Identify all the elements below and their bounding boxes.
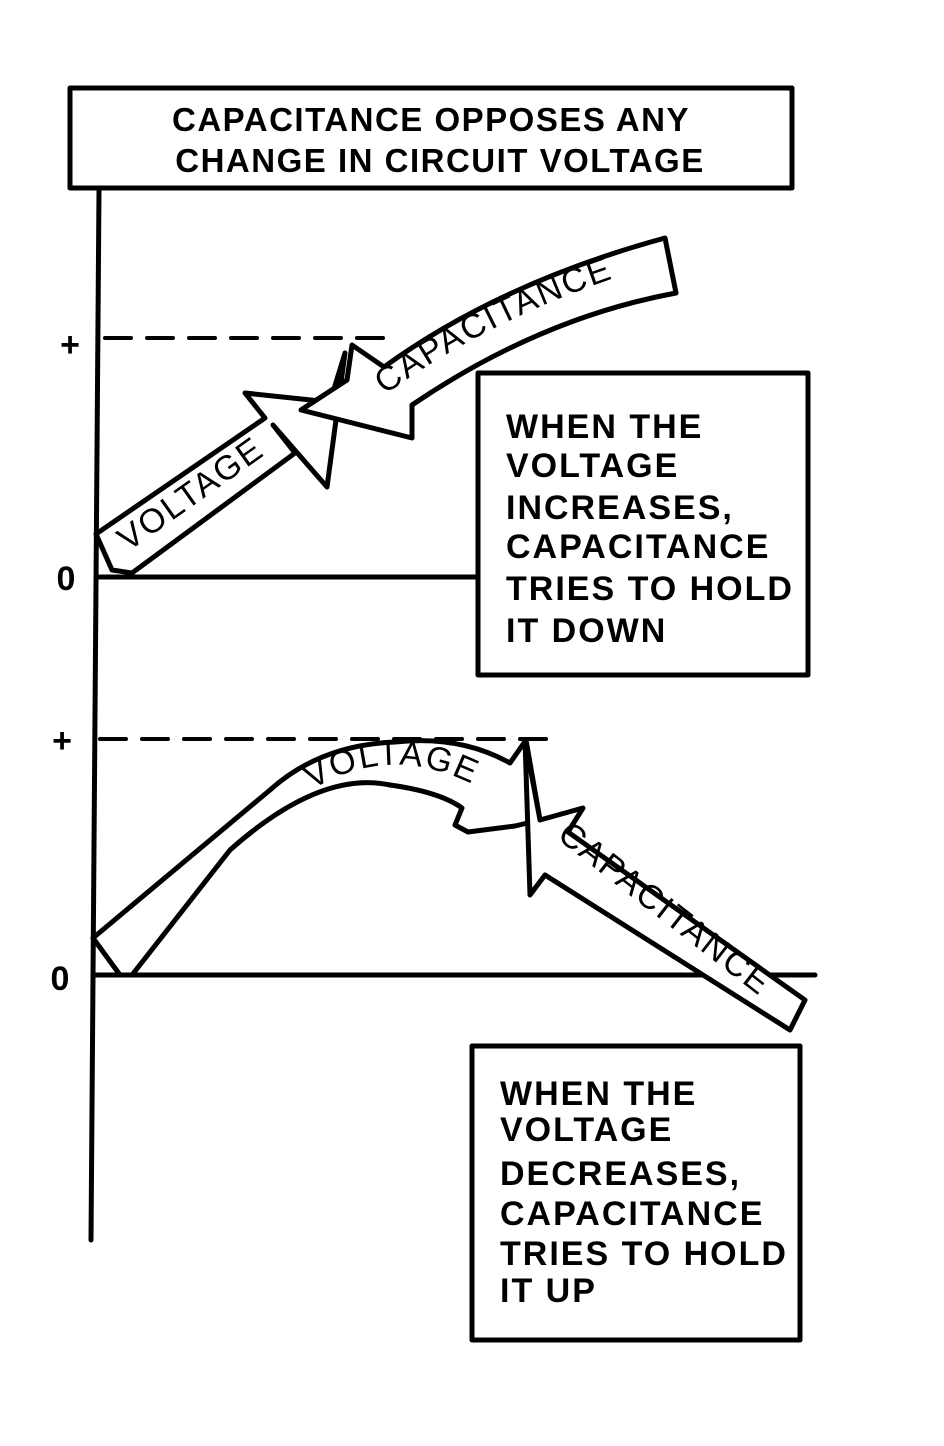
bottom-caption-box xyxy=(469,1043,803,1343)
bottom-plus-label: + xyxy=(52,722,72,760)
title-box-frame xyxy=(67,85,795,191)
top-zero-label: 0 xyxy=(57,560,76,598)
top-panel: + 0 VOLTAGE CAPACITANCE WHEN THE VOLTAGE… xyxy=(57,235,811,678)
top-caption-line: VOLTAGE xyxy=(506,447,679,485)
top-caption-text: WHEN THE VOLTAGE INCREASES, CAPACITANCE … xyxy=(506,408,794,650)
top-caption-box xyxy=(475,370,811,678)
top-voltage-arrow-label: VOLTAGE xyxy=(111,429,271,558)
top-caption-line: TRIES TO HOLD xyxy=(506,570,794,608)
top-caption-line: CAPACITANCE xyxy=(506,528,770,566)
bottom-caption-line: WHEN THE xyxy=(500,1075,697,1113)
top-caption-line: INCREASES, xyxy=(506,489,734,527)
bottom-caption-line: DECREASES, xyxy=(500,1155,741,1193)
title-box: CAPACITANCE OPPOSES ANY CHANGE IN CIRCUI… xyxy=(67,85,795,191)
vertical-axis xyxy=(88,187,102,1243)
title-line-1: CAPACITANCE OPPOSES ANY xyxy=(172,101,690,138)
top-caption-line: IT DOWN xyxy=(506,612,667,650)
bottom-caption-line: VOLTAGE xyxy=(500,1111,673,1149)
top-capacitance-arrow xyxy=(298,235,679,441)
top-capacitance-arrow-label: CAPACITANCE xyxy=(368,250,618,402)
bottom-caption-line: TRIES TO HOLD xyxy=(500,1235,788,1273)
top-caption-line: WHEN THE xyxy=(506,408,703,446)
bottom-capacitance-arrow xyxy=(522,737,808,1033)
bottom-panel: + 0 VOLTAGE CAPACITANCE WHEN THE VOLTAGE… xyxy=(51,722,818,1343)
bottom-zero-label: 0 xyxy=(51,960,70,998)
bottom-caption-text: WHEN THE VOLTAGE DECREASES, CAPACITANCE … xyxy=(500,1075,788,1310)
bottom-caption-line: CAPACITANCE xyxy=(500,1195,764,1233)
bottom-voltage-arrow xyxy=(90,737,543,978)
top-plus-label: + xyxy=(60,326,80,364)
bottom-caption-line: IT UP xyxy=(500,1272,597,1310)
top-voltage-arrow xyxy=(93,350,348,576)
title-line-2: CHANGE IN CIRCUIT VOLTAGE xyxy=(175,142,704,179)
